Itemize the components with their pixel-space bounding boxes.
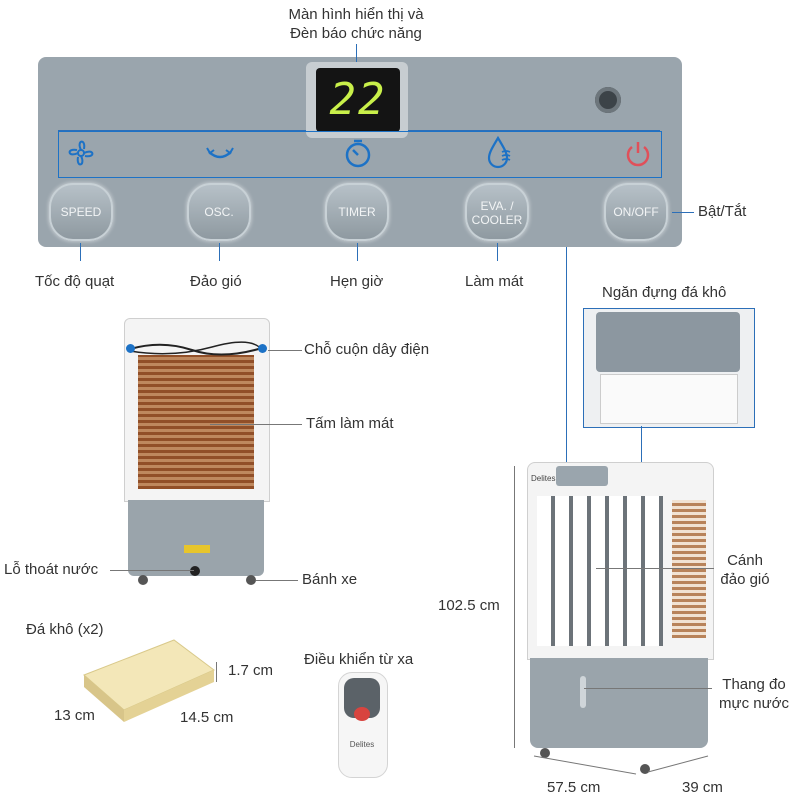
cord-holder-marker <box>126 344 135 353</box>
power-label: Bật/Tắt <box>698 203 747 220</box>
power-icon <box>626 142 650 167</box>
display-label-line1: Màn hình hiển thị và <box>288 6 424 23</box>
cooler-brand: Delites <box>531 474 556 483</box>
timer-button[interactable]: TIMER <box>325 183 389 241</box>
cooling-pad-label: Tấm làm mát <box>306 415 394 432</box>
display-label-line2: Đèn báo chức năng <box>290 25 422 42</box>
cooling-pad-image <box>138 355 254 489</box>
remote-power-key <box>354 707 370 721</box>
water-gauge-label-line1: Thang đo <box>722 676 786 693</box>
water-gauge <box>580 676 586 708</box>
remote-brand: Delites <box>349 740 375 749</box>
louver-label: Cánh đảo gió <box>714 551 776 589</box>
cooler-button[interactable]: EVA. / COOLER <box>465 183 529 241</box>
power-cord-icon <box>129 341 263 356</box>
indicator-row-outline <box>58 131 662 178</box>
swing-leader <box>219 243 220 261</box>
ice-length-label: 14.5 cm <box>180 709 234 726</box>
ice-compartment-leader <box>641 426 642 462</box>
cord-holder-label: Chỗ cuộn dây điện <box>304 341 430 358</box>
ice-thickness-label: 1.7 cm <box>228 662 274 679</box>
timer-icon <box>345 139 371 168</box>
display-leader-left <box>58 130 306 131</box>
ice-packs-label: Đá khô (x2) <box>26 621 104 638</box>
drain-leader <box>110 570 194 571</box>
speed-button[interactable]: SPEED <box>49 183 113 241</box>
height-label: 102.5 cm <box>438 597 500 614</box>
display-digits: 22 <box>329 74 387 125</box>
louver-grille <box>537 496 663 646</box>
pad-leader <box>210 424 302 425</box>
water-gauge-label-line2: mực nước <box>719 695 789 712</box>
ice-compartment-label: Ngăn đựng đá khô <box>602 284 727 301</box>
power-button[interactable]: ON/OFF <box>604 183 668 241</box>
louver-leader <box>596 568 714 569</box>
height-dimension-line <box>514 466 515 748</box>
display-leader-right <box>408 130 660 131</box>
wheel-icon <box>138 575 148 585</box>
width-label: 57.5 cm <box>547 779 601 796</box>
timer-leader <box>357 243 358 261</box>
depth-label: 39 cm <box>682 779 723 796</box>
ice-thickness-leader <box>216 662 217 682</box>
water-drop-icon <box>487 135 511 169</box>
ir-receiver-icon <box>595 87 621 113</box>
panel-to-unit-leader <box>566 247 567 462</box>
wheel-icon <box>246 575 256 585</box>
cooler-rear-tank <box>128 500 264 576</box>
wheels-label: Bánh xe <box>302 571 358 588</box>
wheel-leader <box>256 580 298 581</box>
display-screen <box>316 68 400 132</box>
drain-hole-label: Lỗ thoát nước <box>4 561 99 578</box>
warning-sticker <box>184 545 210 553</box>
cooler-front-panel <box>556 466 608 486</box>
cord-holder-marker <box>258 344 267 353</box>
display-label: Màn hình hiển thị và Đèn báo chức năng <box>270 5 442 43</box>
swing-label: Đảo gió <box>190 273 242 290</box>
cooler-front-tank <box>530 658 708 748</box>
timer-label: Hẹn giờ <box>330 273 384 290</box>
speed-label: Tốc độ quạt <box>35 273 115 290</box>
louver-label-line2: đảo gió <box>720 571 770 588</box>
swing-button[interactable]: OSC. <box>187 183 251 241</box>
display-leader-top <box>356 44 357 62</box>
ice-width-label: 13 cm <box>54 707 95 724</box>
power-leader <box>672 212 694 213</box>
cooling-leader <box>497 243 498 261</box>
side-cooling-pad <box>672 500 706 638</box>
remote-label: Điều khiển từ xa <box>304 651 414 668</box>
ice-compartment-lid <box>596 312 740 372</box>
wheel-icon <box>540 748 550 758</box>
width-depth-dimension-lines <box>533 755 709 775</box>
speed-leader <box>80 243 81 261</box>
ice-pack-image <box>83 639 215 722</box>
wheel-icon <box>640 764 650 774</box>
water-gauge-label: Thang đo mực nước <box>712 675 796 713</box>
cooling-label: Làm mát <box>465 273 524 290</box>
cord-leader <box>268 350 302 351</box>
fan-icon <box>68 140 94 166</box>
water-gauge-leader <box>584 688 712 689</box>
drain-plug-icon <box>190 566 200 576</box>
swing-icon <box>206 147 234 159</box>
louver-label-line1: Cánh <box>727 552 763 569</box>
ice-compartment-tray <box>600 374 738 424</box>
